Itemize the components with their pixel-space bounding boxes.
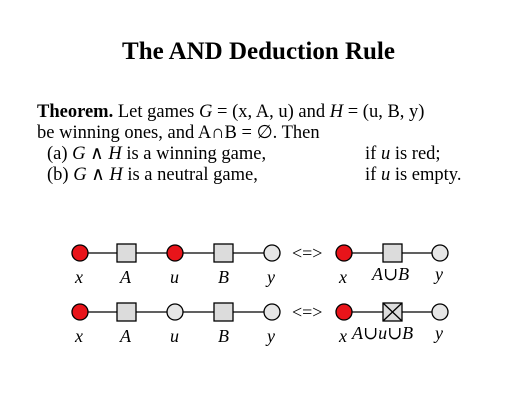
square-B	[213, 243, 234, 263]
square-A-union-B	[382, 243, 403, 263]
label-y: y	[433, 323, 443, 343]
case-b-cond-pre: if	[365, 165, 381, 185]
game-h-def: = (u, B, y)	[343, 102, 425, 122]
case-a-text: is a winning game,	[121, 144, 267, 164]
label-x: x	[74, 326, 83, 346]
label-A-union-B: A∪B	[371, 264, 409, 284]
theorem-label: Theorem.	[37, 102, 114, 122]
node-x-red	[335, 303, 353, 321]
case-a-condition: if u is red;	[365, 144, 441, 165]
label-u: u	[170, 326, 179, 346]
label-x: x	[338, 326, 347, 346]
label-y: y	[265, 267, 275, 287]
row2-left-chain	[71, 302, 281, 322]
label-y: y	[433, 264, 443, 284]
node-u-red	[166, 244, 184, 262]
case-b: (b) G ∧ H is a neutral game, if u is empt…	[37, 165, 507, 186]
node-y-empty	[431, 244, 449, 262]
label-A: A	[119, 267, 132, 287]
label-x: x	[74, 267, 83, 287]
label-A-union-u-union-B: A∪u∪B	[351, 323, 413, 343]
game-g: G	[199, 102, 213, 122]
case-a-expr: G ∧ H	[72, 144, 122, 164]
equiv-symbol-1: <=>	[292, 243, 322, 263]
node-x-red	[71, 303, 89, 321]
square-cross-line-2	[382, 302, 403, 322]
case-a-cond-var: u	[380, 144, 391, 164]
square-B	[213, 302, 234, 322]
node-x-red	[71, 244, 89, 262]
case-b-condition: if u is empty.	[365, 165, 461, 186]
label-u: u	[170, 267, 179, 287]
case-b-cond-var: u	[380, 165, 391, 185]
case-b-label: (b)	[47, 165, 74, 185]
node-y-empty	[263, 244, 281, 262]
label-B: B	[218, 267, 229, 287]
node-x-red	[335, 244, 353, 262]
row1-right-chain	[335, 243, 449, 263]
label-A: A	[119, 326, 132, 346]
case-b-expr: G ∧ H	[73, 165, 123, 185]
row1-left-chain	[71, 243, 281, 263]
and-word: and	[293, 102, 330, 122]
label-y: y	[265, 326, 275, 346]
label-x: x	[338, 267, 347, 287]
node-y-empty	[431, 303, 449, 321]
equiv-symbol-2: <=>	[292, 302, 322, 322]
page-title: The AND Deduction Rule	[122, 38, 395, 65]
case-b-cond-post: is empty.	[390, 165, 462, 185]
node-y-empty	[263, 303, 281, 321]
case-a: (a) G ∧ H is a winning game, if u is red;	[37, 144, 507, 165]
game-h: H	[329, 102, 344, 122]
square-A	[116, 302, 137, 322]
case-a-cond-post: is red;	[390, 144, 441, 164]
case-a-cond-pre: if	[365, 144, 381, 164]
label-B: B	[218, 326, 229, 346]
case-b-text: is a neutral game,	[122, 165, 258, 185]
theorem-line-1: Theorem. Let games G = (x, A, u) and H =…	[37, 102, 507, 123]
theorem-intro: Let games	[113, 102, 200, 122]
theorem-text: Theorem. Let games G = (x, A, u) and H =…	[37, 102, 507, 186]
square-A	[116, 243, 137, 263]
theorem-line-2: be winning ones, and A∩B = ∅. Then	[37, 123, 320, 143]
row2-right-chain	[335, 302, 449, 322]
case-a-label: (a)	[47, 144, 73, 164]
game-g-def: = (x, A, u)	[212, 102, 294, 122]
node-u-empty	[166, 303, 184, 321]
